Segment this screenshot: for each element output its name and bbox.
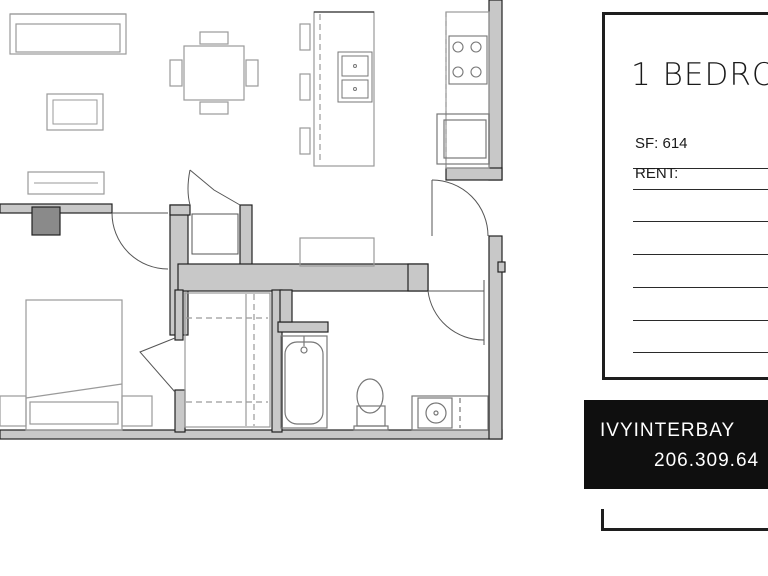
- floor-plan: [0, 0, 506, 440]
- hall-cabinet: [299, 237, 375, 267]
- notes-line-3: [633, 287, 768, 288]
- coffee-table-inner: [52, 99, 98, 125]
- washer-icon: [411, 395, 489, 431]
- toilet-icon: [353, 378, 389, 431]
- bed-icon: [0, 299, 153, 431]
- sf-underline: [633, 168, 768, 169]
- sink-icon: [337, 51, 373, 103]
- notes-line-5: [633, 352, 768, 353]
- notes-line-2: [633, 254, 768, 255]
- rent-label: RENT:: [635, 165, 679, 182]
- frame-bracket: [601, 509, 768, 531]
- bedroom-door: [111, 212, 169, 270]
- refrigerator-icon: [436, 113, 490, 165]
- dining-table-icon: [169, 31, 259, 115]
- notes-line-4: [633, 320, 768, 321]
- entry-door: [431, 179, 489, 237]
- stovetop-icon: [448, 35, 488, 85]
- sofa-icon: [9, 13, 127, 55]
- bedroom-closet-door: [139, 337, 176, 393]
- phone-number: 206.309.64: [654, 450, 760, 471]
- wardrobe-closet: [184, 292, 271, 428]
- coffee-table: [46, 93, 104, 131]
- notes-line-1: [633, 221, 768, 222]
- kitchen-island: [299, 11, 375, 167]
- closet-door: [187, 169, 241, 255]
- bathroom-door: [427, 280, 485, 345]
- bathtub-icon: [280, 335, 328, 429]
- tv-console: [27, 171, 105, 195]
- contact-block: IVYINTERBAY 206.309.64: [584, 400, 768, 489]
- property-name: IVYINTERBAY: [600, 420, 736, 441]
- unit-title: 1 BEDRO: [631, 57, 768, 93]
- rent-underline: [633, 189, 768, 190]
- square-feet-label: SF: 614: [635, 135, 688, 152]
- interior-walls: [31, 204, 429, 433]
- unit-info-card: 1 BEDRO SF: 614 RENT:: [602, 12, 768, 380]
- kitchen-counter: [445, 11, 490, 169]
